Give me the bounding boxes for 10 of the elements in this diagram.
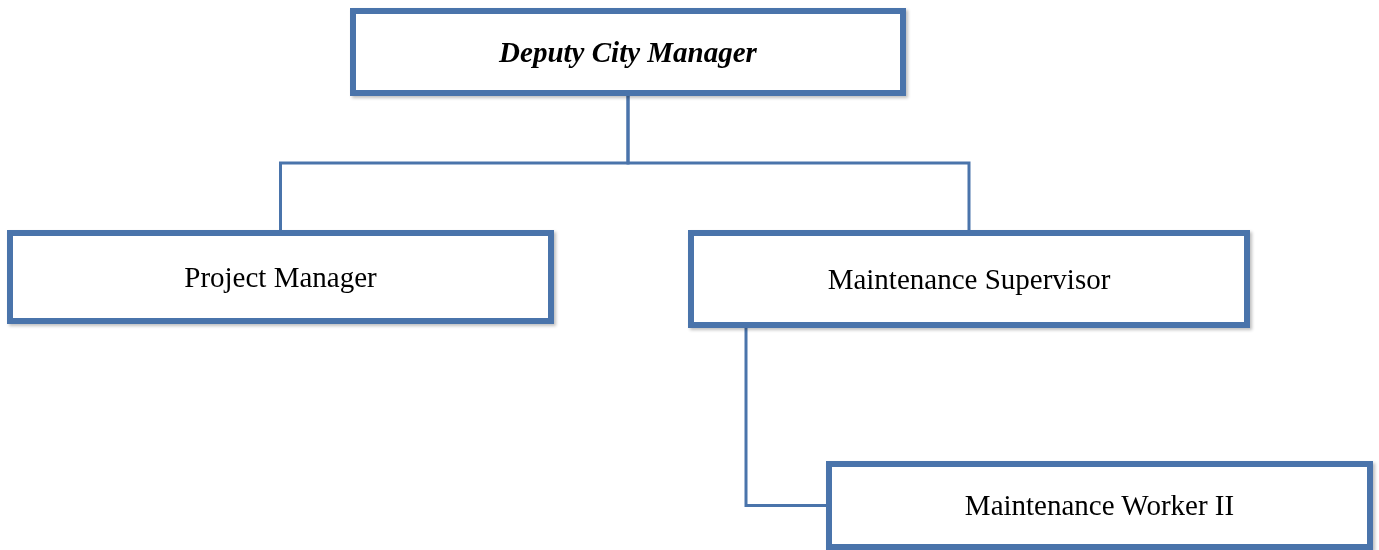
role-title: Project Manager bbox=[184, 260, 377, 294]
connector-line bbox=[626, 96, 971, 230]
role-title: Maintenance Worker II bbox=[964, 489, 1235, 522]
connector-line bbox=[744, 328, 826, 507]
role-box bbox=[7, 230, 554, 324]
role-title: Maintenance Supervisor bbox=[827, 262, 1111, 296]
role-box bbox=[688, 230, 1250, 328]
role-title: Deputy City Manager bbox=[499, 35, 757, 69]
role-box bbox=[350, 8, 906, 96]
role-box bbox=[826, 461, 1373, 550]
